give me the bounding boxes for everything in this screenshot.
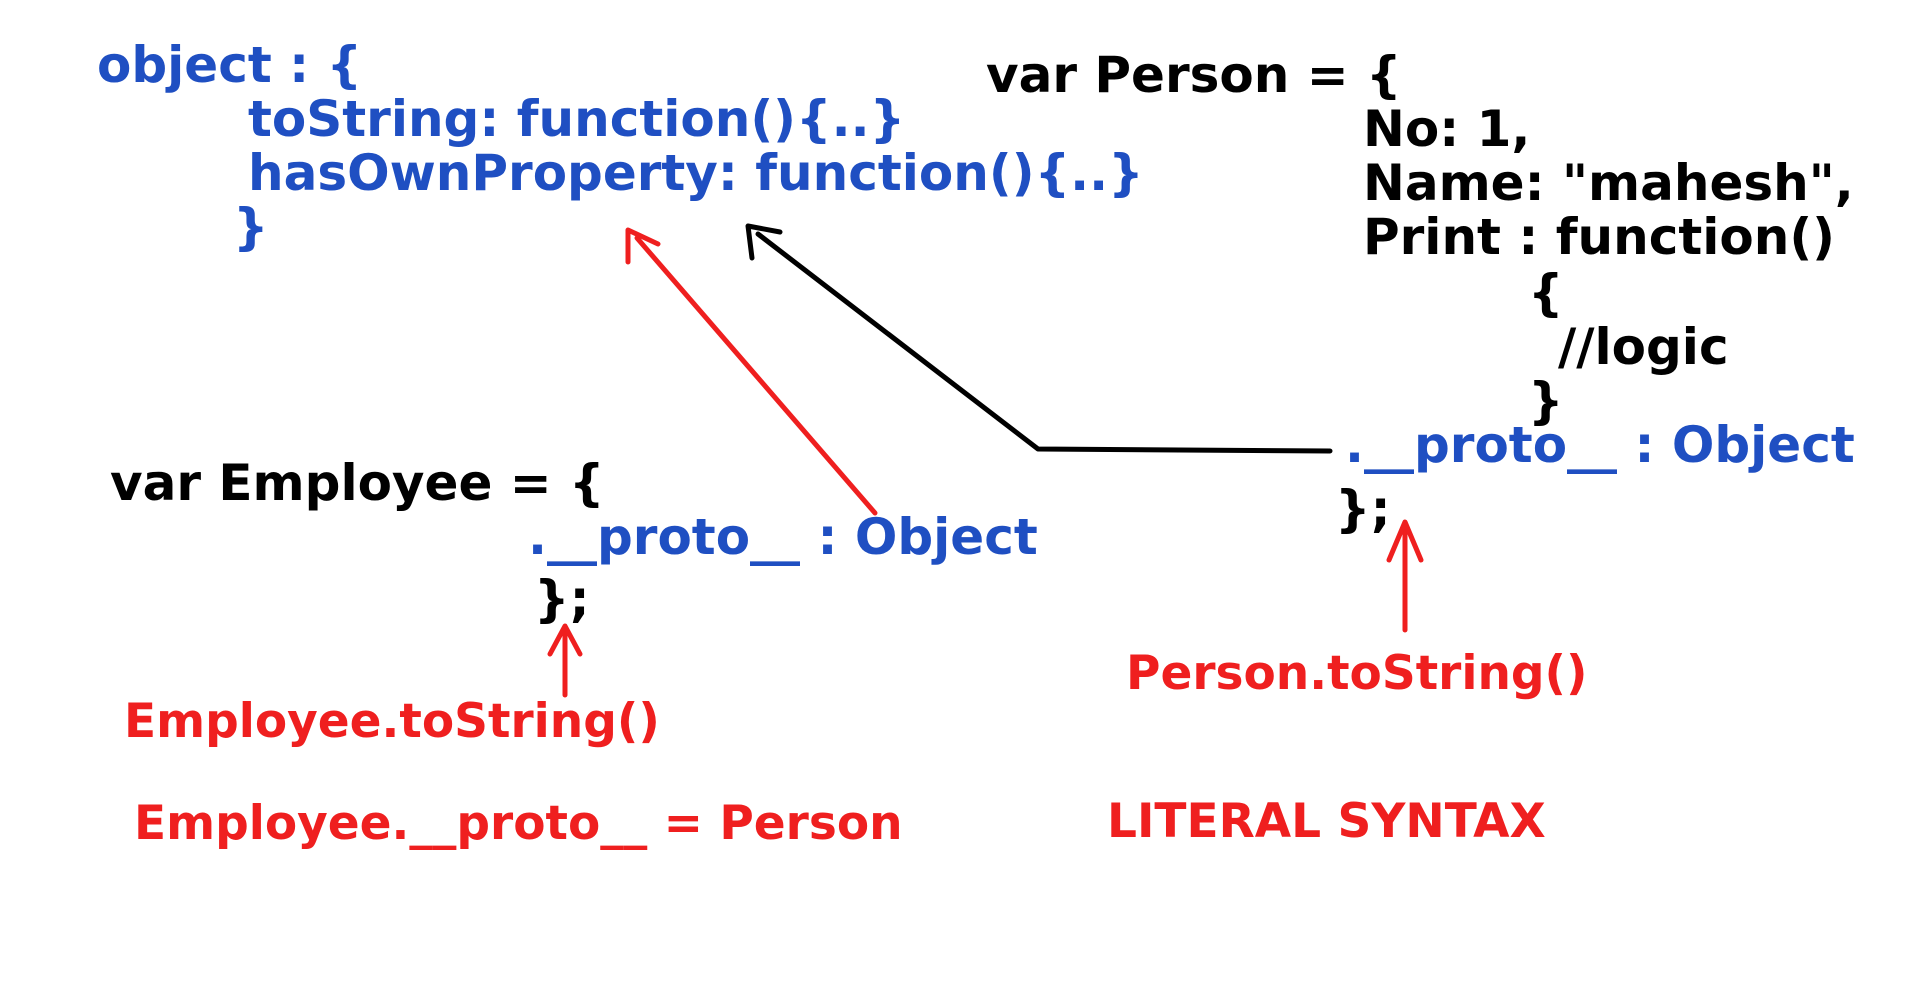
person-proto-to-object-arrow [745,223,1333,454]
person-line-6: //logic [1558,318,1729,376]
object-line-4: } [233,198,269,256]
person-line-4: Print : function() [1363,208,1836,266]
person-close-line: }; [1335,480,1391,538]
employee-line-1: var Employee = { [110,454,605,512]
person-tostring-label: Person.toString() [1126,646,1588,701]
person-line-7: } [1528,372,1564,430]
literal-syntax-label: LITERAL SYNTAX [1107,794,1546,849]
employee-tostring-arrow [547,623,583,698]
person-line-1: var Person = { [986,46,1402,104]
object-line-2: toString: function(){..} [248,90,906,148]
person-line-5: { [1528,264,1564,322]
employee-proto-to-object-arrow [625,227,878,516]
person-line-3: Name: "mahesh", [1363,154,1854,212]
person-line-2: No: 1, [1363,100,1531,158]
person-tostring-arrow [1386,519,1424,633]
employee-proto-assign-label: Employee.__proto__ = Person [134,796,903,851]
object-line-3: hasOwnProperty: function(){..} [248,144,1144,202]
employee-proto-line: .__proto__ : Object [528,508,1038,566]
object-line-1: object : { [97,36,363,94]
person-proto-line: .__proto__ : Object [1345,416,1855,474]
employee-tostring-label: Employee.toString() [124,694,660,749]
employee-close-line: }; [534,570,590,628]
